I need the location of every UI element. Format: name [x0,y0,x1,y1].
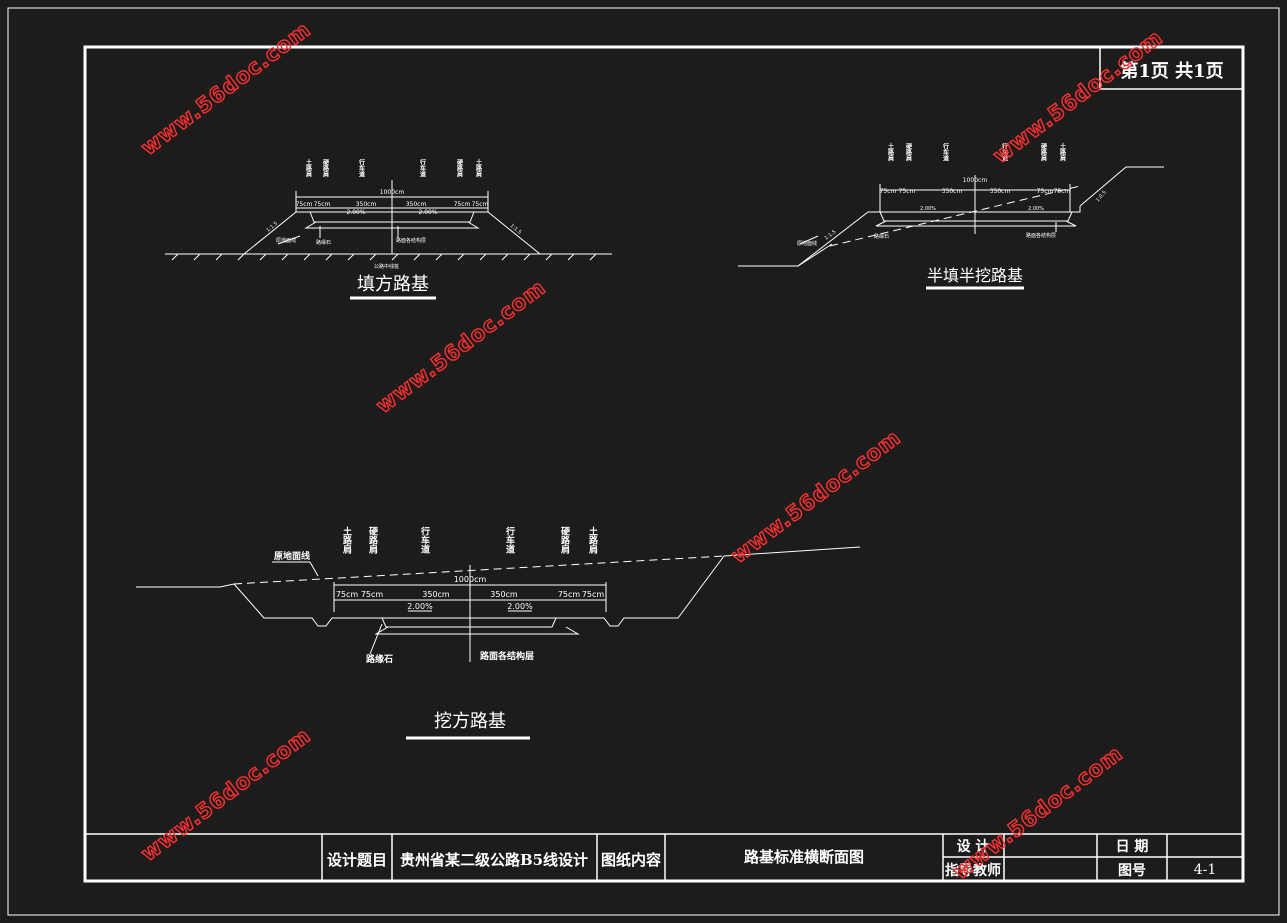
fill-note-ground: 原地面线 [276,237,296,244]
drawing-no-label: 图号 [1118,863,1146,879]
designer-label: 设 计 [957,838,990,855]
half-note-ground: 原地面线 [797,240,817,247]
fill-width-6: 75cm [472,201,489,208]
half-lane-1: 土路肩 [887,142,894,162]
half-width-6: 75cm [1054,188,1071,195]
cut-lane-2: 硬路肩 [367,526,379,554]
half-lane-6: 土路肩 [1059,142,1066,162]
fill-lane-4: 行车道 [419,158,427,178]
fill-lane-6: 土路肩 [475,158,482,178]
cut-lane-1: 土路肩 [341,525,353,554]
cut-lane-4: 行车道 [504,525,516,554]
cut-note-layers: 路面各结构层 [480,650,534,662]
cut-lane-5: 硬路肩 [559,526,571,554]
half-width-3: 350cm [942,188,963,195]
half-note-curb: 路缘石 [874,233,889,240]
topic: 贵州省某二级公路B5线设计 [400,851,588,869]
fill-note-curb: 路缘石 [316,239,331,246]
half-section: 1000cm 75cm 75cm 350cm 350cm 75cm 75cm 2… [738,142,1164,290]
half-width-1: 75cm [880,188,897,195]
half-width-5: 75cm [1037,188,1054,195]
fill-note-layers: 路面各结构层 [396,237,426,244]
half-width-4: 350cm [990,188,1011,195]
cut-lane-3: 行车道 [419,525,431,554]
half-lane-5: 硬路肩 [1040,142,1047,162]
half-width-total: 1000cm [963,177,988,184]
watermark-6: www.56doc.com [949,741,1128,884]
fill-width-5: 75cm [454,201,471,208]
fill-section: 1000cm 75cm 75cm 350cm 350cm 75cm 75cm 2… [165,158,612,300]
outer-frame [7,7,1280,916]
cut-note-ground: 原地面线 [274,550,310,562]
half-note-layers: 路面各结构层 [1026,232,1056,239]
cut-width-6: 75cm [582,590,605,599]
fill-note-centerline: 公路中线桩 [374,263,399,270]
cut-width-4: 350cm [490,590,518,599]
date-label: 日 期 [1116,839,1149,855]
half-side-slope-left: 1:1.5 [824,229,838,242]
title-block: 设计题目 贵州省某二级公路B5线设计 图纸内容 路基标准横断面图 设 计 指导教… [85,833,1243,881]
fill-slope-right: 2.00% [418,209,437,216]
half-ground-line [738,243,833,267]
page-label: 第1页 共1页 [1120,60,1223,82]
cut-section: 1000cm 75cm 75cm 350cm 350cm 75cm 75cm 2… [136,525,861,740]
fill-slope-left: 2.00% [346,209,365,216]
watermark-3: www.56doc.com [372,275,551,418]
cut-width-3: 350cm [422,590,450,599]
half-cut-slope [1079,166,1164,207]
cut-pavement [374,617,580,635]
watermark-1: www.56doc.com [137,17,316,160]
topic-label: 设计题目 [327,851,387,869]
fill-width-2: 75cm [314,201,331,208]
half-slope-left: 2.00% [920,206,936,212]
advisor-label: 指导教师 [945,862,1001,879]
half-lane-2: 硬路肩 [905,142,912,162]
fill-width-4: 350cm [406,201,427,208]
half-slope-right: 2.00% [1028,206,1044,212]
cut-lane-6: 土路肩 [587,525,599,554]
fill-width-3: 350cm [356,201,377,208]
cut-width-5: 75cm [558,590,581,599]
cut-note-curb: 路缘石 [366,653,393,665]
half-pavement [875,211,1077,227]
half-fill-slope [797,206,1081,267]
fill-title: 填方路基 [357,274,429,295]
fill-lane-5: 硬路肩 [456,158,463,178]
half-title: 半填半挖路基 [927,266,1023,285]
fill-width-1: 75cm [296,201,313,208]
fill-lane-1: 土路肩 [305,158,312,178]
fill-lane-3: 行车道 [358,158,366,178]
half-width-2: 75cm [899,188,916,195]
half-original-ground [829,185,1081,247]
page-label-box: 第1页 共1页 [1099,47,1243,90]
cut-original-ground [233,555,725,585]
watermark-4: www.56doc.com [727,425,906,568]
cut-section-outline [233,555,725,627]
cut-title: 挖方路基 [434,711,506,732]
content-label: 图纸内容 [601,851,661,869]
fill-lane-2: 硬路肩 [322,158,329,178]
half-lane-4: 行车道 [1001,142,1009,162]
watermarks: www.56doc.com www.56doc.com www.56doc.co… [136,16,1168,884]
half-lane-3: 行车道 [942,142,950,162]
cut-slope-left: 2.00% [407,602,433,611]
fill-ground-hatch [171,253,597,261]
drawing-frame [83,45,1245,883]
drawing-no: 4-1 [1194,862,1217,878]
cut-ground-left [136,583,235,588]
content: 路基标准横断面图 [744,848,864,866]
cut-slope-right: 2.00% [507,602,533,611]
watermark-5: www.56doc.com [137,723,316,866]
cut-width-2: 75cm [361,590,384,599]
cut-width-1: 75cm [336,590,359,599]
